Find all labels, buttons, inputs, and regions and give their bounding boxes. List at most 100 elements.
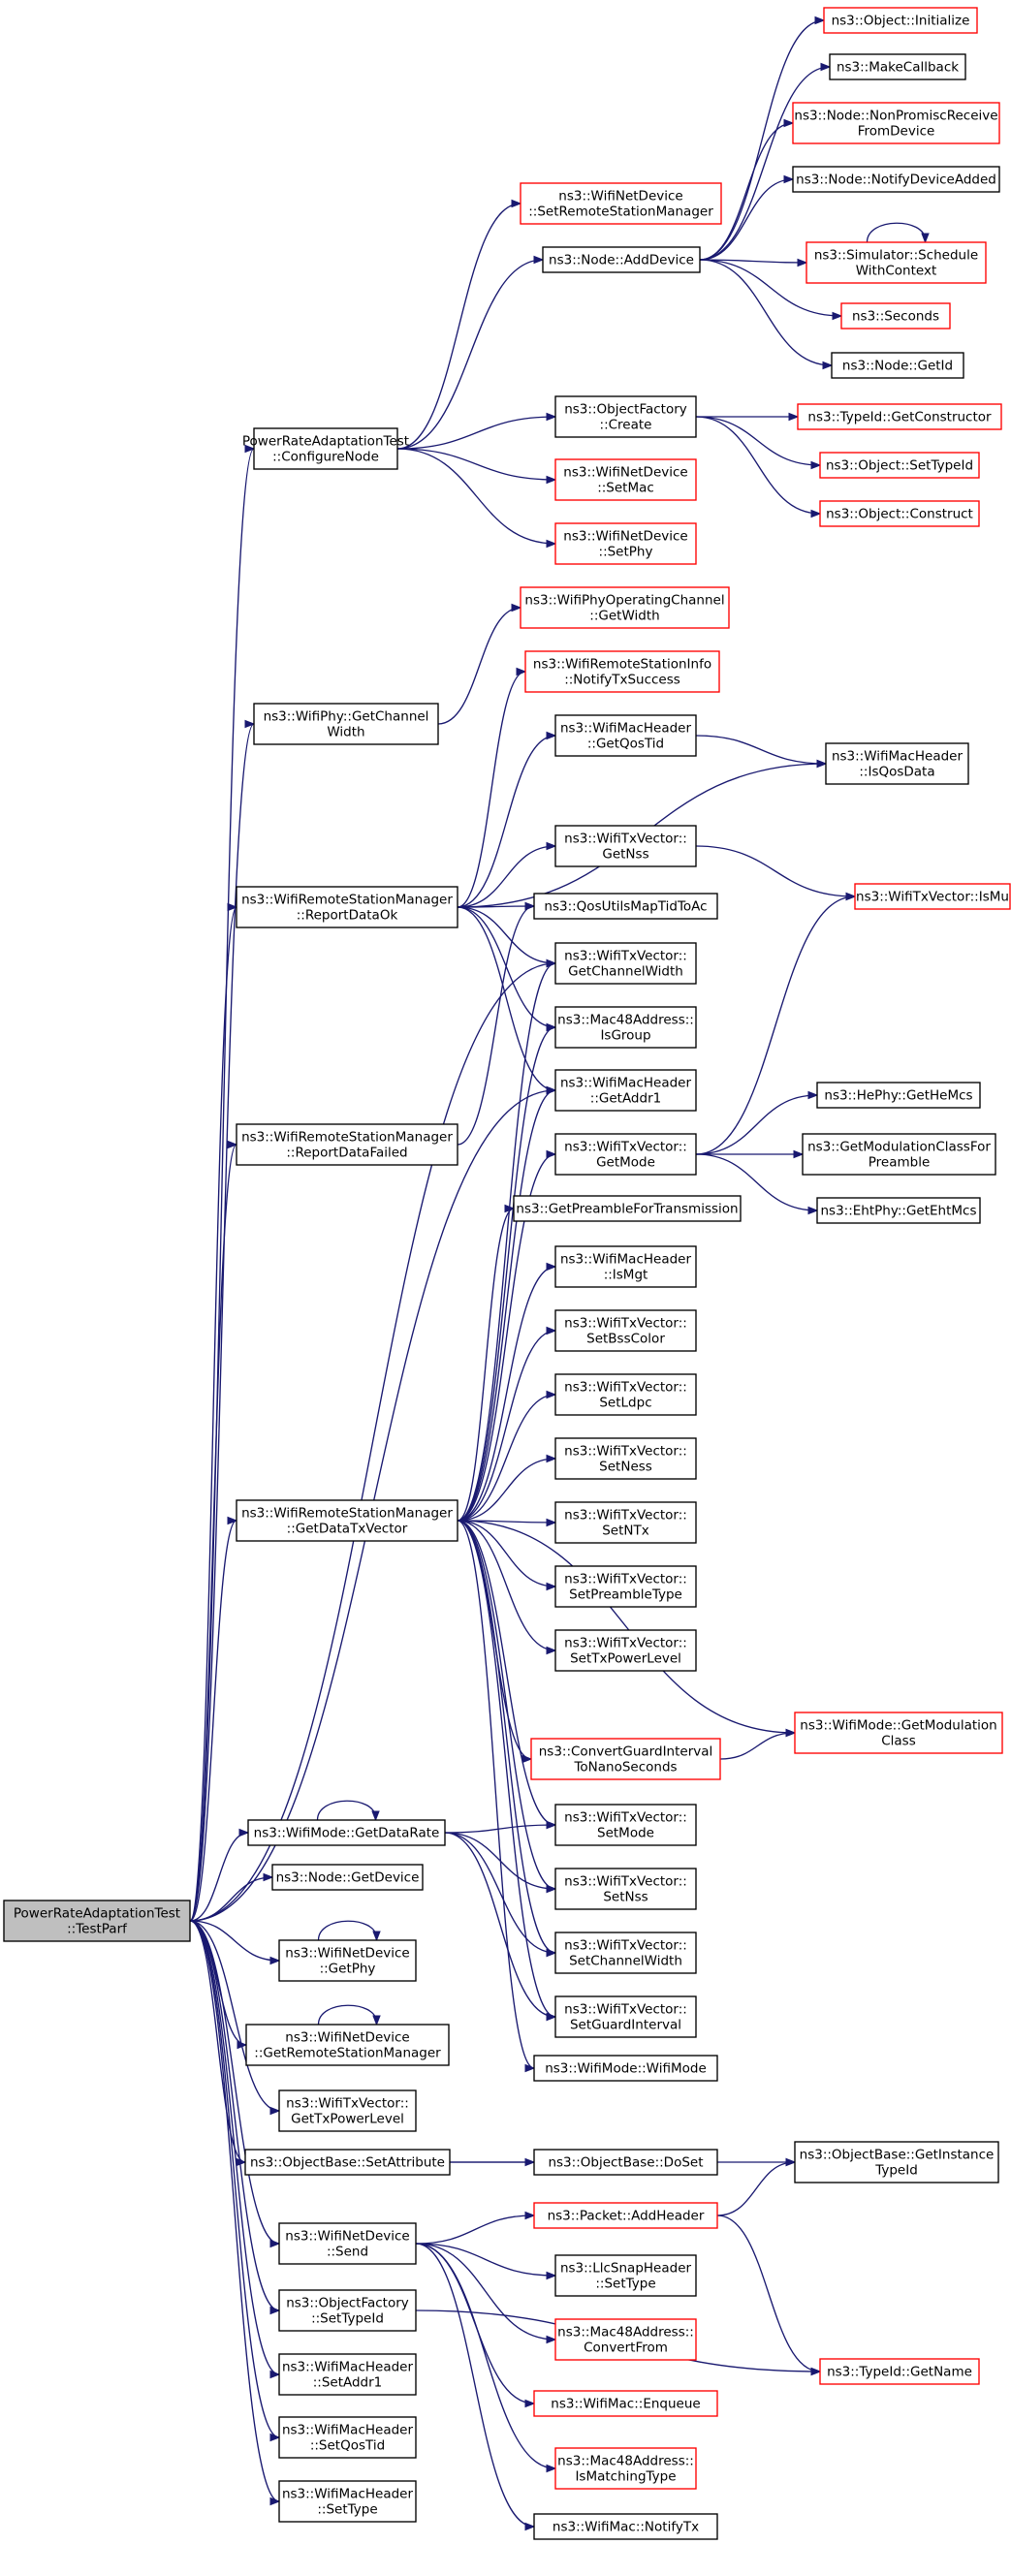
node-cfg[interactable]: PowerRateAdaptationTest::ConfigureNode [242, 427, 409, 470]
node-sntx[interactable]: ns3::WifiTxVector::SetNTx [554, 1501, 697, 1544]
node-smode[interactable]: ns3::WifiTxVector::SetMode [554, 1804, 697, 1846]
node-enq[interactable]: ns3::WifiMac::Enqueue [533, 2390, 718, 2417]
node-stxpl-label-1: SetTxPowerLevel [570, 1651, 681, 1667]
node-notdev[interactable]: ns3::Node::NotifyDeviceAdded [792, 166, 1000, 193]
node-getcw[interactable]: ns3::WifiTxVector::GetChannelWidth [554, 942, 697, 985]
edge-adddev-to-getid [699, 259, 834, 370]
edge-cfg-to-setphy-line [396, 448, 556, 545]
node-getmode[interactable]: ns3::WifiTxVector::GetMode [554, 1133, 697, 1176]
node-constr[interactable]: ns3::Object::Construct [819, 500, 980, 527]
edge-rdfail-to-qumap-arrowhead [524, 901, 536, 911]
node-phycw-label-1: Width [327, 725, 364, 740]
node-scw[interactable]: ns3::WifiTxVector::SetChannelWidth [554, 1932, 697, 1974]
edge-rdok-to-qumap-line [457, 905, 535, 908]
node-wmode[interactable]: ns3::WifiMode::WifiMode [533, 2055, 718, 2082]
node-setrsm[interactable]: ns3::WifiNetDevice::SetRemoteStationMana… [520, 182, 722, 225]
node-nprf-label-0: ns3::Node::NonPromiscReceive [794, 109, 997, 124]
node-qumap[interactable]: ns3::QosUtilsMapTidToAc [533, 893, 718, 920]
node-gdtv[interactable]: ns3::WifiRemoteStationManager::GetDataTx… [236, 1499, 458, 1542]
node-isgrp[interactable]: ns3::Mac48Address::IsGroup [554, 1006, 697, 1049]
node-saddr1[interactable]: ns3::WifiMacHeader::SetAddr1 [278, 2353, 417, 2396]
node-ehtmcs[interactable]: ns3::EhtPhy::GetEhtMcs [816, 1197, 981, 1224]
node-ismgt[interactable]: ns3::WifiMacHeader::IsMgt [554, 1245, 697, 1288]
node-gtxpl[interactable]: ns3::WifiTxVector::GetTxPowerLevel [278, 2089, 417, 2132]
edge-root-to-saddr1-line [189, 1920, 280, 2375]
node-ntx[interactable]: ns3::WifiMac::NotifyTx [533, 2513, 718, 2540]
node-cfrom[interactable]: ns3::Mac48Address::ConvertFrom [554, 2318, 697, 2361]
node-hemcs[interactable]: ns3::HePhy::GetHeMcs [816, 1082, 981, 1109]
node-ismu[interactable]: ns3::WifiTxVector::IsMu [854, 883, 1011, 910]
node-settid[interactable]: ns3::Object::SetTypeId [819, 452, 980, 479]
node-ofcr[interactable]: ns3::ObjectFactory::Create [554, 395, 697, 438]
edge-gdtv-to-gpft-arrowhead [504, 1204, 516, 1213]
edge-gdtv-to-addr1-arrowhead [546, 1085, 557, 1095]
node-getid-label-0: ns3::Node::GetId [842, 359, 953, 374]
node-gdtv-box [236, 1499, 458, 1542]
node-getmode-label-0: ns3::WifiTxVector:: [564, 1140, 687, 1155]
node-sqos[interactable]: ns3::WifiMacHeader::SetQosTid [278, 2416, 417, 2459]
node-sgi-label-0: ns3::WifiTxVector:: [564, 2002, 687, 2018]
node-root[interactable]: PowerRateAdaptationTest::TestParf [3, 1900, 191, 1942]
edge-gdtv-to-sldpc-arrowhead [546, 1390, 557, 1399]
edge-root-to-cfg-line [189, 448, 255, 1922]
node-sness[interactable]: ns3::WifiTxVector::SetNess [554, 1437, 697, 1480]
node-doset[interactable]: ns3::ObjectBase::DoSet [533, 2149, 718, 2176]
node-secs[interactable]: ns3::Seconds [840, 302, 951, 330]
node-getid[interactable]: ns3::Node::GetId [831, 352, 964, 379]
node-sldpc[interactable]: ns3::WifiTxVector::SetLdpc [554, 1373, 697, 1416]
node-addr1[interactable]: ns3::WifiMacHeader::GetAddr1 [554, 1069, 697, 1112]
node-qostid[interactable]: ns3::WifiMacHeader::GetQosTid [554, 714, 697, 757]
node-stxpl[interactable]: ns3::WifiTxVector::SetTxPowerLevel [554, 1629, 697, 1672]
node-sbss[interactable]: ns3::WifiTxVector::SetBssColor [554, 1309, 697, 1352]
node-snss[interactable]: ns3::WifiTxVector::SetNss [554, 1868, 697, 1910]
node-ismu-box [854, 883, 1011, 910]
node-spre[interactable]: ns3::WifiTxVector::SetPreambleType [554, 1565, 697, 1608]
node-stype[interactable]: ns3::WifiMacHeader::SetType [278, 2480, 417, 2523]
node-rdok[interactable]: ns3::WifiRemoteStationManager::ReportDat… [236, 886, 458, 928]
node-ntxs[interactable]: ns3::WifiRemoteStationInfo::NotifyTxSucc… [524, 650, 720, 693]
node-send[interactable]: ns3::WifiNetDevice::Send [278, 2222, 417, 2265]
node-phycw[interactable]: ns3::WifiPhy::GetChannelWidth [253, 703, 439, 745]
node-setattr[interactable]: ns3::ObjectBase::SetAttribute [244, 2149, 451, 2176]
node-addhdr[interactable]: ns3::Packet::AddHeader [533, 2202, 718, 2229]
node-init[interactable]: ns3::Object::Initialize [823, 7, 978, 34]
node-llc[interactable]: ns3::LlcSnapHeader::SetType [554, 2254, 697, 2297]
node-sgi[interactable]: ns3::WifiTxVector::SetGuardInterval [554, 1995, 697, 2038]
edge-getmode-to-ismu-line [695, 895, 856, 1155]
node-init-label-0: ns3::Object::Initialize [832, 14, 970, 29]
node-ofst[interactable]: ns3::ObjectFactory::SetTypeId [278, 2289, 417, 2332]
edge-qostid-to-isqos [695, 735, 828, 769]
node-opcw[interactable]: ns3::WifiPhyOperatingChannel::GetWidth [520, 586, 730, 629]
node-smode-box [554, 1804, 697, 1846]
node-adddev[interactable]: ns3::Node::AddDevice [542, 246, 701, 273]
node-getnss[interactable]: ns3::WifiTxVector::GetNss [554, 825, 697, 867]
edge-gdtv-to-gpft-line [457, 1208, 515, 1522]
node-gname[interactable]: ns3::TypeId::GetName [819, 2358, 980, 2385]
node-mkcb[interactable]: ns3::MakeCallback [829, 53, 966, 80]
node-grsm[interactable]: ns3::WifiNetDevice::GetRemoteStationMana… [245, 2024, 450, 2066]
node-gpft[interactable]: ns3::GetPreambleForTransmission [513, 1195, 742, 1222]
node-gdr[interactable]: ns3::WifiMode::GetDataRate [247, 1819, 446, 1846]
node-setmac[interactable]: ns3::WifiNetDevice::SetMac [554, 458, 697, 501]
node-opcw-label-1: ::GetWidth [589, 609, 659, 624]
node-gmodc[interactable]: ns3::WifiMode::GetModulationClass [794, 1712, 1003, 1754]
node-imt[interactable]: ns3::Mac48Address::IsMatchingType [554, 2447, 697, 2490]
node-gphy[interactable]: ns3::WifiNetDevice::GetPhy [278, 1939, 417, 1982]
node-sness-label-1: SetNess [599, 1460, 652, 1475]
node-rdfail[interactable]: ns3::WifiRemoteStationManager::ReportDat… [236, 1123, 458, 1166]
edges-layer [189, 16, 930, 2531]
node-getnss-box [554, 825, 697, 867]
edge-adddev-to-getid-line [699, 259, 833, 366]
node-isqos[interactable]: ns3::WifiMacHeader::IsQosData [825, 742, 969, 785]
node-cfrom-box [554, 2318, 697, 2361]
edge-cfg-to-setphy-arrowhead [546, 539, 557, 549]
node-ngdev[interactable]: ns3::Node::GetDevice [271, 1864, 424, 1891]
node-rdfail-label-0: ns3::WifiRemoteStationManager [241, 1130, 453, 1146]
node-getctor[interactable]: ns3::TypeId::GetConstructor [797, 403, 1002, 430]
node-setphy[interactable]: ns3::WifiNetDevice::SetPhy [554, 522, 697, 565]
